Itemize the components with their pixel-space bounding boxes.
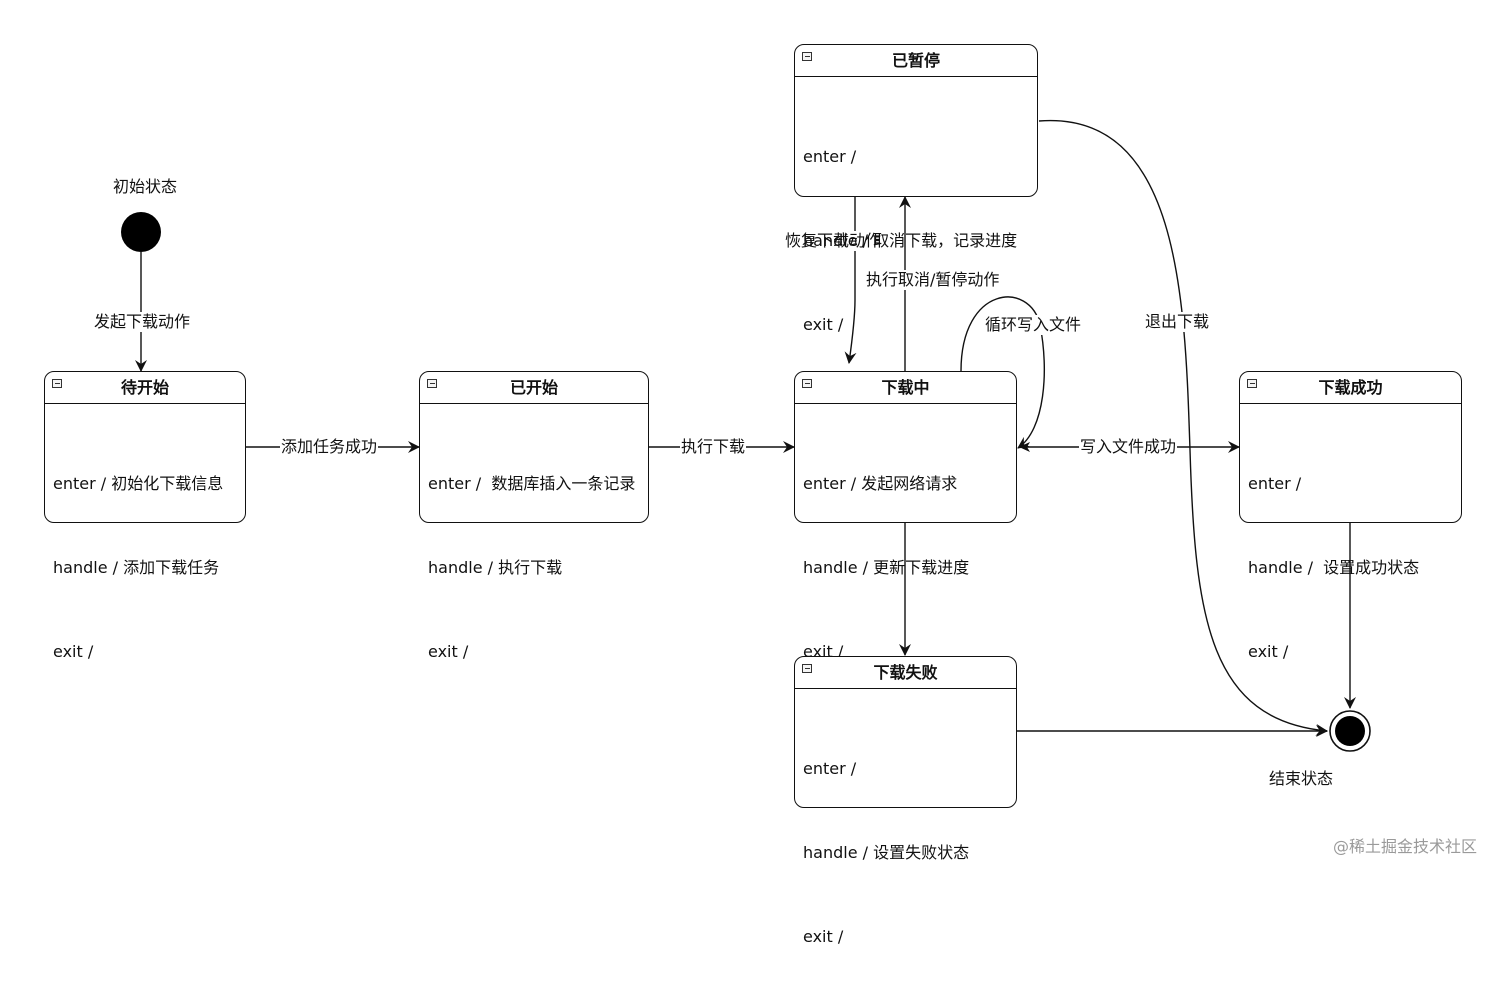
state-action-handle: handle / 执行下载: [428, 558, 563, 577]
watermark: @稀土掘金技术社区: [1333, 837, 1478, 856]
state-downloading: 下载中 enter / 发起网络请求 handle / 更新下载进度 exit …: [794, 371, 1017, 661]
state-action-enter: enter / 发起网络请求: [803, 474, 958, 493]
state-diagram: [121, 120, 1371, 752]
initial-state-node: [121, 212, 161, 252]
state-paused: 已暂停 enter / handle / 取消下载，记录进度 exit /: [794, 44, 1038, 334]
initial-state-label: 初始状态: [113, 177, 178, 196]
state-action-handle: handle / 添加下载任务: [53, 558, 220, 577]
state-action-handle: handle / 更新下载进度: [803, 558, 970, 577]
state-title: 待开始: [120, 378, 169, 397]
label-resume: 恢复下载动作: [784, 231, 883, 251]
transition-exit-download: [1038, 120, 1328, 736]
label-write-success: 写入文件成功: [1079, 437, 1178, 457]
state-title: 下载中: [881, 378, 930, 397]
collapse-icon: [802, 52, 812, 61]
state-action-exit: exit /: [1248, 642, 1289, 661]
state-action-enter: enter /: [803, 147, 857, 166]
label-cancel-pause: 执行取消/暂停动作: [865, 270, 1001, 290]
state-action-exit: exit /: [803, 315, 844, 334]
state-waiting: 待开始 enter / 初始化下载信息 handle / 添加下载任务 exit…: [44, 371, 246, 661]
state-action-enter: enter / 初始化下载信息: [53, 474, 224, 493]
state-action-enter: enter /: [803, 759, 857, 778]
state-action-enter: enter / 数据库插入一条记录: [428, 474, 636, 493]
label-start-download: 发起下载动作: [93, 312, 192, 332]
collapse-icon: [52, 379, 62, 388]
collapse-icon: [1247, 379, 1257, 388]
transition-resume: [844, 197, 857, 364]
label-task-added: 添加任务成功: [280, 437, 379, 457]
state-success: 下载成功 enter / handle / 设置成功状态 exit /: [1239, 371, 1462, 661]
state-failed: 下载失败 enter / handle / 设置失败状态 exit /: [794, 656, 1017, 946]
state-action-exit: exit /: [428, 642, 469, 661]
label-loop-write: 循环写入文件: [984, 315, 1083, 335]
state-title: 下载失败: [873, 663, 938, 682]
state-action-exit: exit /: [53, 642, 94, 661]
state-started: 已开始 enter / 数据库插入一条记录 handle / 执行下载 exit…: [419, 371, 649, 661]
state-action-enter: enter /: [1248, 474, 1302, 493]
state-action-handle: handle / 设置失败状态: [803, 843, 970, 862]
state-action-handle: handle / 取消下载，记录进度: [803, 231, 1018, 250]
state-action-exit: exit /: [803, 927, 844, 946]
collapse-icon: [427, 379, 437, 388]
label-execute-download: 执行下载: [680, 437, 747, 457]
collapse-icon: [802, 664, 812, 673]
final-state-label: 结束状态: [1269, 769, 1334, 788]
state-title: 下载成功: [1318, 378, 1383, 397]
state-action-handle: handle / 设置成功状态: [1248, 558, 1420, 577]
state-title: 已开始: [509, 378, 558, 397]
label-exit-download: 退出下载: [1144, 312, 1211, 332]
state-title: 已暂停: [891, 51, 940, 70]
collapse-icon: [802, 379, 812, 388]
